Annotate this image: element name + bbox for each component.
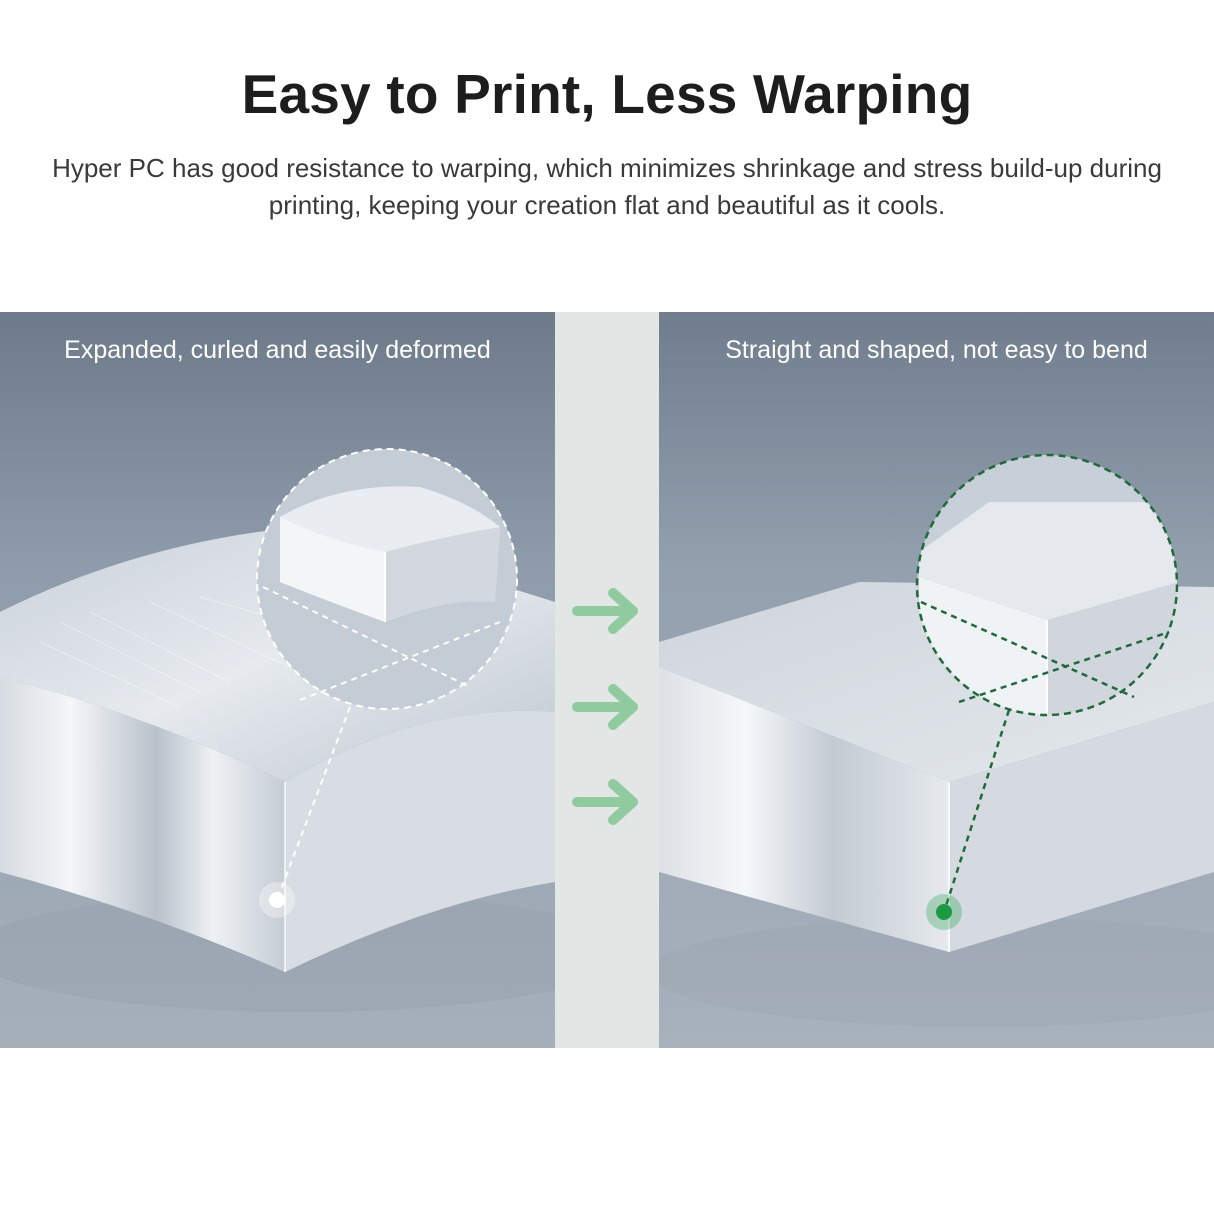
left-marker-dot: [269, 892, 285, 908]
right-arrow-icon: [572, 779, 638, 825]
page-description: Hyper PC has good resistance to warping,…: [52, 153, 1162, 220]
comparison-divider: [555, 312, 659, 1048]
right-arrow-icon: [572, 684, 638, 730]
page-title: Easy to Print, Less Warping: [241, 63, 973, 125]
warped-block-illustration: [0, 312, 555, 1048]
right-caption: Straight and shaped, not easy to bend: [725, 336, 1148, 364]
right-arrow-icon: [572, 588, 638, 634]
flat-block-illustration: [659, 312, 1214, 1048]
warped-sample-panel: Expanded, curled and easily deformed: [0, 312, 555, 1048]
left-caption: Expanded, curled and easily deformed: [64, 336, 491, 364]
flat-sample-panel: Straight and shaped, not easy to bend: [659, 312, 1214, 1048]
right-marker-dot: [936, 904, 952, 920]
